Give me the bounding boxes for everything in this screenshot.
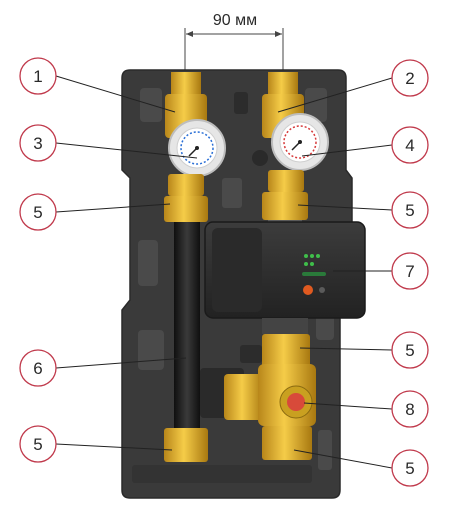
top-left-pipe-connection [171,72,201,94]
dimension-arrow-right [275,31,282,37]
callout-5-left-lower: 5 [19,425,173,463]
callout-6: 6 [19,349,187,387]
callout-8: 8 [303,390,429,428]
callout-3: 3 [19,124,198,162]
callout-number: 1 [33,67,42,86]
callout-number: 2 [405,69,414,88]
right-upper-union [262,192,308,220]
callout-number: 5 [33,435,42,454]
callout-5-right-middle: 5 [299,331,429,369]
left-supply-assembly [164,72,226,462]
callout-number: 7 [405,262,414,281]
circulation-pump [204,220,366,334]
mixing-valve-assembly [200,334,316,460]
callout-number: 6 [33,359,42,378]
callout-number: 5 [405,201,414,220]
led-indicator-icon [304,254,308,258]
callout-number: 5 [405,341,414,360]
top-right-pipe-connection [268,72,298,94]
dimension-arrow-left [186,31,193,37]
callout-number: 5 [405,459,414,478]
left-upper-union [164,196,208,222]
right-lower-union [262,426,312,460]
pump-button-icon [303,285,313,295]
dimension-indicator: 90 мм [184,12,284,74]
dimension-label: 90 мм [213,12,257,29]
right-supply-assembly [262,72,329,220]
callout-5-right-upper: 5 [297,191,429,229]
callout-number: 3 [33,134,42,153]
callout-4: 4 [301,126,429,164]
callout-number: 4 [405,136,414,155]
right-middle-union [262,334,310,368]
bypass-pipe [174,222,200,428]
callouts: 1 2 3 4 5 5 7 [19,57,429,487]
left-lower-union [164,428,208,462]
callout-7: 7 [333,252,429,290]
callout-number: 5 [33,203,42,222]
callout-5-right-lower: 5 [293,449,429,487]
mixing-valve-knob-icon [287,393,305,411]
callout-5-left-upper: 5 [19,193,171,231]
callout-number: 8 [405,400,414,419]
callout-2: 2 [277,59,429,113]
callout-1: 1 [19,57,176,113]
